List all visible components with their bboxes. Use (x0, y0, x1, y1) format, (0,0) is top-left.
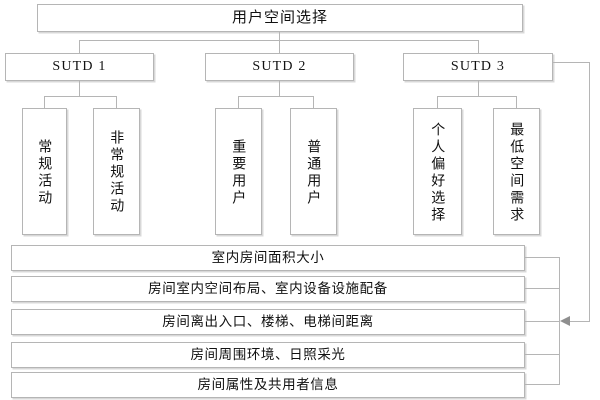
connector-root-to-tier1 (79, 40, 80, 53)
connector-tier3-feedback-down (589, 62, 590, 321)
connector-tier2-bus (238, 96, 314, 97)
tier-node-sutd-1: SUTD 1 (5, 53, 154, 81)
connector-tier2-to-leaf4 (313, 96, 314, 108)
criteria-row-room-attributes: 房间属性及共用者信息 (11, 372, 525, 398)
connector-tier1-to-leaf1 (44, 96, 45, 108)
connector-criteria2-stub (525, 288, 560, 289)
connector-tier3-to-leaf5 (437, 96, 438, 108)
connector-root-to-tier2 (279, 40, 280, 53)
connector-criteria4-stub (525, 354, 560, 355)
leaf-node-personal-preference: 个人偏好选择 (413, 108, 462, 235)
connector-tier3-feedback-out (553, 62, 590, 63)
connector-tier3-feedback-in (570, 321, 590, 322)
leaf-node-important-user: 重要用户 (215, 108, 262, 235)
leaf-node-ordinary-user: 普通用户 (290, 108, 337, 235)
leaf-node-regular-activity: 常规活动 (22, 108, 67, 235)
tier-node-sutd-2: SUTD 2 (205, 53, 354, 81)
connector-tier1-to-leaf2 (116, 96, 117, 108)
connector-root-to-tier3 (478, 40, 479, 53)
connector-tier3-to-leaf6 (516, 96, 517, 108)
criteria-row-surroundings-daylight: 房间周围环境、日照采光 (11, 342, 525, 368)
connector-tier2-stem (279, 81, 280, 97)
criteria-row-interior-layout: 房间室内空间布局、室内设备设施配备 (11, 276, 525, 302)
connector-tier3-bus (437, 96, 517, 97)
root-node-user-space-selection: 用户空间选择 (37, 4, 523, 32)
connector-criteria1-stub (525, 257, 560, 258)
connector-tier3-stem (478, 81, 479, 97)
criteria-row-room-area: 室内房间面积大小 (11, 245, 525, 271)
criteria-row-distance-to-access: 房间离出入口、楼梯、电梯间距离 (11, 309, 525, 335)
connector-tier2-to-leaf3 (238, 96, 239, 108)
connector-tier1-bus (44, 96, 116, 97)
connector-criteria3-stub (525, 321, 560, 322)
connector-criteria-bus (559, 257, 560, 385)
connector-root-stem (279, 32, 280, 41)
tier-node-sutd-3: SUTD 3 (403, 53, 553, 81)
connector-criteria5-stub (525, 384, 560, 385)
connector-tier1-stem (79, 81, 80, 97)
leaf-node-minimum-space-requirement: 最低空间需求 (493, 108, 540, 235)
feedback-arrowhead-icon (560, 316, 570, 326)
leaf-node-irregular-activity: 非常规活动 (93, 108, 140, 235)
